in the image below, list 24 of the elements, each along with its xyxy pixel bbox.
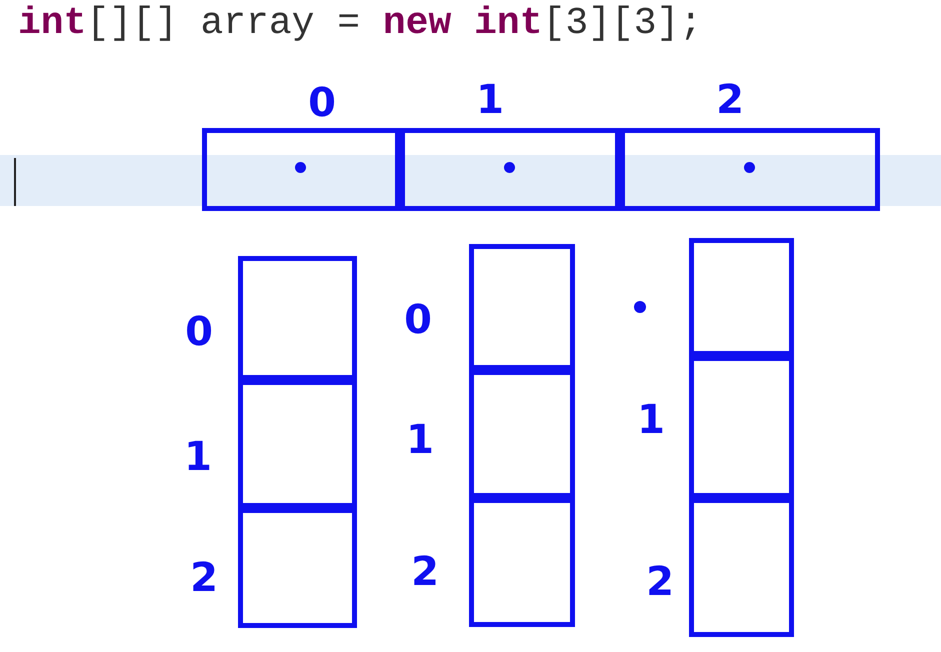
index-label: 2 <box>716 77 744 123</box>
array-cell <box>400 128 620 211</box>
array-cell <box>689 498 794 637</box>
code-line: int[][] array = new int[3][3]; <box>18 2 702 45</box>
index-label: 0 <box>185 309 213 355</box>
index-label: 2 <box>411 549 439 595</box>
array-cell <box>469 498 575 627</box>
array-cell <box>469 244 575 370</box>
index-label: 0 <box>308 80 336 126</box>
array-cell <box>689 238 794 356</box>
array-cell <box>238 380 357 508</box>
index-label: 2 <box>646 559 674 605</box>
index-label: 1 <box>476 77 504 123</box>
array-cell <box>202 128 400 211</box>
array-cell <box>469 370 575 498</box>
index-label: 2 <box>190 555 218 601</box>
array-cell <box>238 256 357 380</box>
array-cell <box>238 508 357 628</box>
index-label: 1 <box>406 417 434 463</box>
index-label: 1 <box>184 434 212 480</box>
array-cell <box>620 128 880 211</box>
array-cell <box>689 356 794 498</box>
index-label: 1 <box>637 397 665 443</box>
index-label: 0 <box>404 297 432 343</box>
